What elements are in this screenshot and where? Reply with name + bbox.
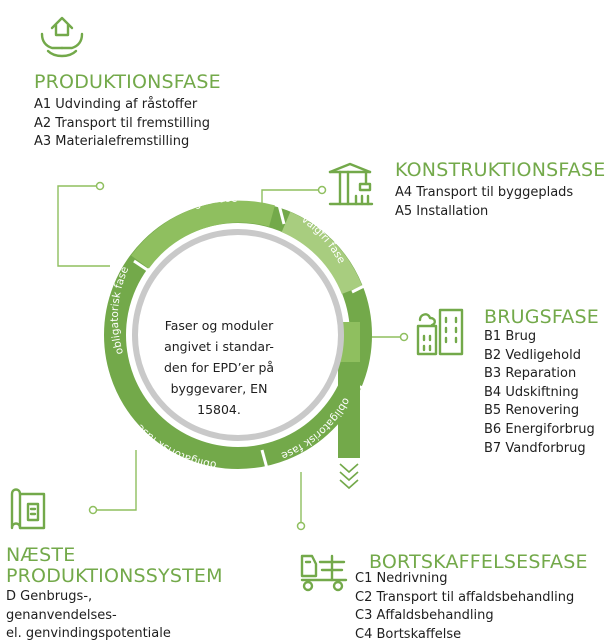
konstruktion-title: KONSTRUKTIONSFASE <box>395 159 606 181</box>
konstruktion-list: A4 Transport til byggeplads A5 Installat… <box>395 184 573 221</box>
connector-produktion <box>57 185 110 267</box>
list-item: C1 Nedrivning <box>355 571 448 586</box>
truck-demolition-icon <box>300 554 348 592</box>
center-line: den for EPD’er på <box>163 360 275 375</box>
list-item: C3 Affaldsbehandling <box>355 608 494 624</box>
chevron-down-icon <box>339 463 359 490</box>
center-line: angivet i standar- <box>164 339 274 354</box>
center-line: byggevarer, EN <box>170 381 268 396</box>
list-item: B3 Reparation <box>484 366 577 382</box>
list-item: C2 Transport til affaldsbehandling <box>355 589 575 605</box>
brug-title: BRUGSFASE <box>484 306 599 328</box>
list-item: B5 Renovering <box>484 403 580 419</box>
optional-segment-2 <box>281 211 363 295</box>
list-item: A5 Installation <box>395 203 489 219</box>
blueprint-icon <box>10 488 46 530</box>
list-item: B6 Energiforbrug <box>484 421 595 437</box>
list-item: B7 Vandforbrug <box>484 440 586 456</box>
crane-icon <box>328 162 374 206</box>
connector-dots <box>88 181 409 531</box>
produktion-list: A1 Udvinding af råstoffer A2 Transport t… <box>34 96 210 152</box>
list-item: A3 Materialefremstilling <box>34 134 190 150</box>
naeste-title: NÆSTE PRODUKTIONSSYSTEM <box>6 545 223 587</box>
list-item: genanvendelses- <box>6 607 117 623</box>
list-item: el. genvindingspotentiale <box>6 626 171 642</box>
naeste-list: D Genbrugs-, genanvendelses- el. genvind… <box>6 588 171 644</box>
bortskaffelse-title: BORTSKAFFELSESFASE <box>369 551 588 573</box>
produktion-title: PRODUKTIONSFASE <box>34 71 221 93</box>
inner-ring <box>132 229 344 441</box>
list-item: A4 Transport til byggeplads <box>395 185 574 200</box>
list-item: B1 Brug <box>484 329 537 344</box>
optional-segment-1 <box>131 200 275 269</box>
connector-naeste <box>93 450 137 511</box>
house-hands-icon <box>40 16 84 58</box>
naeste-title-line: PRODUKTIONSSYSTEM <box>6 565 223 587</box>
list-item: D Genbrugs-, <box>6 589 93 604</box>
list-item: A1 Udvinding af råstoffer <box>34 97 198 112</box>
list-item: C4 Bortskaffelse <box>355 626 462 642</box>
center-description: Faser og moduler angivet i standar- den … <box>146 315 292 420</box>
naeste-title-line: NÆSTE <box>6 544 76 566</box>
buildings-icon <box>416 308 464 356</box>
list-item: B4 Udskiftning <box>484 384 579 400</box>
brug-list: B1 Brug B2 Vedligehold B3 Reparation B4 … <box>484 328 595 458</box>
center-line: Faser og moduler <box>164 318 274 333</box>
list-item: B2 Vedligehold <box>484 347 581 363</box>
bortskaffelse-list: C1 Nedrivning C2 Transport til affaldsbe… <box>355 570 574 644</box>
list-item: A2 Transport til fremstilling <box>34 115 210 131</box>
center-line: 15804. <box>197 402 241 417</box>
